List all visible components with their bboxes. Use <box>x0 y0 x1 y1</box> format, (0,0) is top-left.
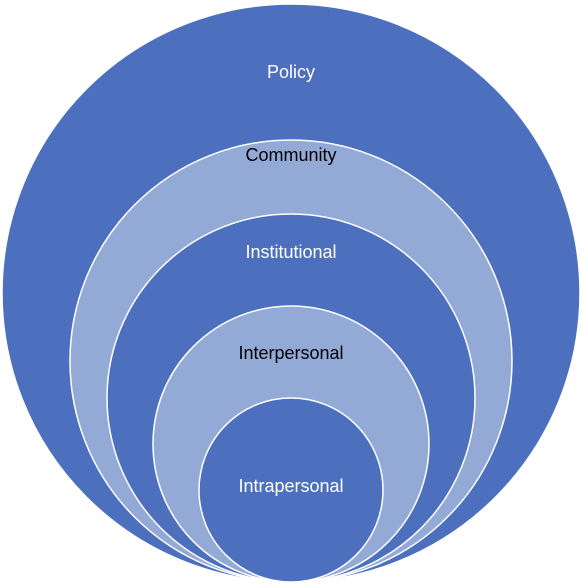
intrapersonal-label: Intrapersonal <box>238 476 343 496</box>
community-label: Community <box>245 145 336 165</box>
level-intrapersonal <box>198 397 384 583</box>
interpersonal-label: Interpersonal <box>238 343 343 363</box>
intrapersonal-circle <box>198 397 384 583</box>
policy-label: Policy <box>267 62 315 82</box>
institutional-label: Institutional <box>245 242 336 262</box>
